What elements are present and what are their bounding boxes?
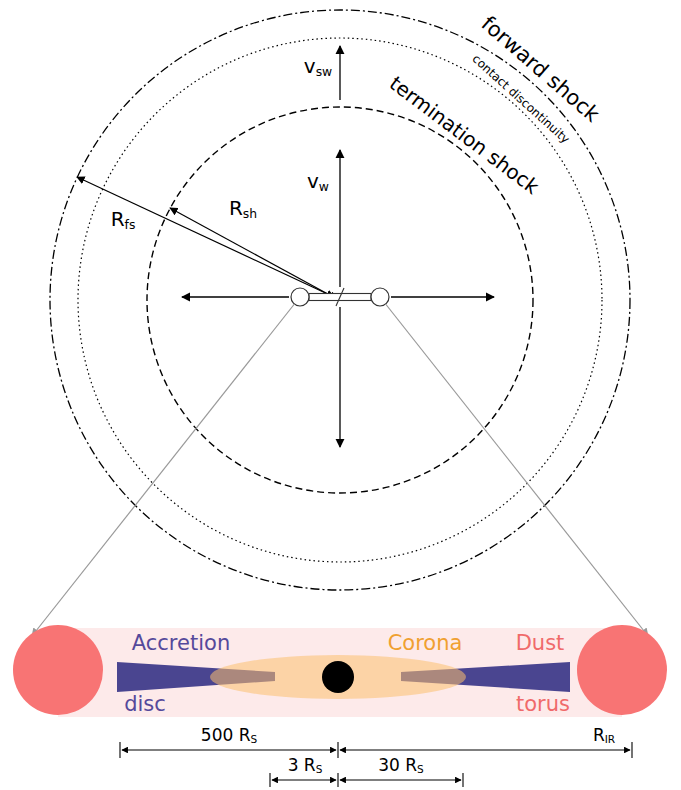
radius-label: Rsh (229, 198, 257, 218)
label-main: 3 R (288, 755, 316, 775)
label-subscript: w (319, 179, 329, 194)
dimension-label: 3 RS (288, 757, 323, 774)
dimension-label: 500 RS (201, 727, 257, 744)
dimension-line (340, 749, 630, 750)
label-main: v (304, 54, 316, 78)
dimension-label: RIR (593, 727, 615, 744)
dimension-tick (337, 773, 338, 787)
wind-arrow (391, 296, 494, 297)
label-subscript: S (417, 763, 424, 775)
dust-torus (13, 625, 103, 715)
label-main: v (307, 169, 319, 193)
wind-arrow (339, 46, 340, 100)
black-hole (322, 661, 354, 693)
zoom-line (386, 304, 648, 636)
label-main: R (593, 725, 605, 745)
label-main: 30 R (378, 755, 417, 775)
label-main: R (229, 196, 243, 220)
component-label: Corona (388, 633, 463, 654)
dimension-label: 30 RS (378, 757, 424, 774)
radius-arrow (77, 177, 334, 297)
jet-symbol (336, 288, 344, 306)
component-label: Dust (516, 633, 565, 654)
label-subscript: S (316, 763, 323, 775)
label-main: R (111, 207, 125, 231)
wind-arrow (339, 307, 340, 447)
label-subscript: sw (316, 64, 333, 79)
label-main: 500 R (201, 725, 251, 745)
dimension-tick (462, 773, 463, 787)
velocity-label: vsw (304, 56, 332, 76)
dimension-tick (337, 742, 338, 758)
label-subscript: IR (605, 733, 615, 745)
dimension-tick (631, 742, 632, 758)
dimension-line (122, 749, 336, 750)
dimension-tick (269, 773, 270, 787)
wind-arrow (182, 296, 289, 297)
dust-torus (577, 625, 667, 715)
component-label: torus (516, 694, 570, 715)
radius-arrow (170, 208, 337, 299)
radius-label: Rfs (111, 209, 136, 229)
corona (210, 655, 466, 699)
label-subscript: sh (243, 206, 257, 221)
velocity-label: vw (307, 171, 329, 191)
label-subscript: S (250, 733, 257, 745)
component-label: Accretion (132, 633, 230, 654)
dimension-tick (119, 742, 120, 758)
dimension-line (340, 779, 461, 780)
component-label: disc (124, 694, 166, 715)
torus-symbol (291, 288, 309, 306)
torus-symbol (371, 288, 389, 306)
dimension-line (272, 779, 336, 780)
wind-arrow (339, 150, 340, 287)
zoom-line (32, 304, 294, 636)
label-subscript: fs (125, 217, 136, 232)
contact-discontinuity-circle (78, 38, 602, 562)
background-band (58, 628, 622, 717)
termination-shock-circle (147, 107, 533, 493)
